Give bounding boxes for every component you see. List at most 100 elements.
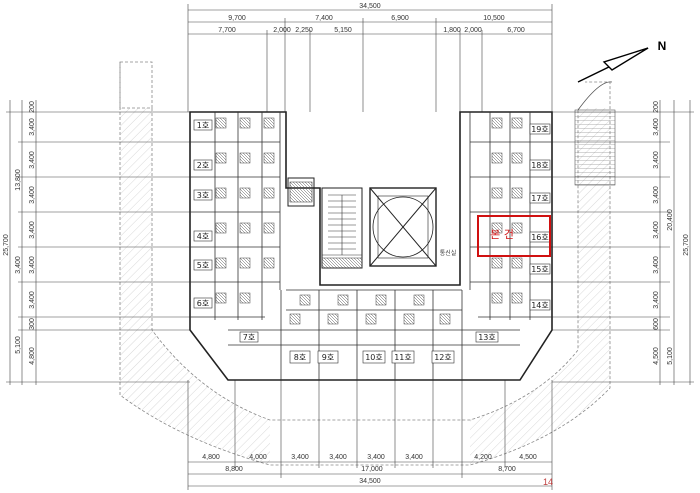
unit-label-9: 9호	[317, 350, 339, 364]
svg-text:9호: 9호	[322, 353, 334, 362]
comm-room-label: 통신실	[440, 249, 457, 257]
svg-text:15호: 15호	[531, 265, 549, 274]
dim-bottom-1: 8,800	[225, 466, 243, 473]
unit-label-2: 2호	[193, 159, 213, 171]
dim-right-col-3: 3,400	[653, 151, 660, 169]
site-hatch-right	[470, 108, 610, 465]
unit-label-16: 16호	[529, 231, 551, 243]
side-stair-hatch	[289, 181, 313, 203]
dim-bottom-2: 17,000	[361, 466, 383, 473]
core	[287, 177, 437, 269]
svg-text:8호: 8호	[294, 353, 306, 362]
dim-right-col-9: 4,500	[653, 347, 660, 365]
svg-text:13호: 13호	[478, 333, 496, 342]
dim-right-col-6: 3,400	[653, 256, 660, 274]
dim-right-col-4: 3,400	[653, 186, 660, 204]
target-unit-highlight	[477, 215, 551, 257]
dim-top-r2-4: 5,150	[334, 27, 352, 34]
unit-label-11: 11호	[391, 350, 415, 364]
unit-label-5: 5호	[193, 259, 213, 271]
dim-right-col-8: 600	[653, 318, 660, 330]
svg-text:17호: 17호	[531, 194, 549, 203]
dim-top-3: 6,900	[391, 15, 409, 22]
dim-left-col-9: 4,800	[29, 347, 36, 365]
dim-bottom-3: 8,700	[498, 466, 516, 473]
dim-bottom-r2-3: 3,400	[291, 454, 309, 461]
unit-label-6: 6호	[193, 297, 213, 309]
svg-text:18호: 18호	[531, 161, 549, 170]
unit-label-18: 18호	[529, 159, 551, 171]
ramp-curve	[577, 81, 613, 111]
dim-bottom-r2-4: 3,400	[329, 454, 347, 461]
left-wing	[190, 112, 281, 320]
unit-label-3: 3호	[193, 189, 213, 201]
unit-label-14: 14호	[529, 299, 551, 311]
dim-right-sub-1: 20,400	[667, 209, 674, 231]
unit-label-13: 13호	[475, 331, 499, 343]
unit-label-8: 8호	[289, 350, 311, 364]
dim-top-2: 7,400	[315, 15, 333, 22]
svg-text:14호: 14호	[531, 301, 549, 310]
dim-left-sub-1: 13,800	[15, 169, 22, 191]
ramp-hatch	[574, 109, 616, 186]
dim-top-r2-1: 7,700	[218, 27, 236, 34]
dim-top-total: 34,500	[359, 3, 381, 10]
dim-top-r2-3: 2,250	[295, 27, 313, 34]
dim-top-r2-2: 2,000	[273, 27, 291, 34]
dim-left-sub-3: 5,100	[15, 336, 22, 354]
dim-bottom-r2-5: 3,400	[367, 454, 385, 461]
svg-text:10호: 10호	[365, 353, 383, 362]
dim-left-col-4: 3,400	[29, 186, 36, 204]
dim-right-col-5: 3,400	[653, 221, 660, 239]
dim-top-1: 9,700	[228, 15, 246, 22]
dim-top-4: 10,500	[483, 15, 505, 22]
svg-text:6호: 6호	[197, 299, 209, 308]
dim-top-r2-7: 6,700	[507, 27, 525, 34]
svg-text:11호: 11호	[394, 353, 412, 362]
fixture-marks	[215, 117, 523, 325]
dim-right-col-7: 3,400	[653, 291, 660, 309]
svg-text:4호: 4호	[197, 232, 209, 241]
dim-top-r2-6: 2,000	[464, 27, 482, 34]
svg-text:3호: 3호	[197, 191, 209, 200]
svg-text:7호: 7호	[243, 333, 255, 342]
unit-label-15: 15호	[529, 263, 551, 275]
dim-left-col-6: 3,400	[29, 256, 36, 274]
dim-left-sub-2: 3,400	[15, 256, 22, 274]
stair-treads	[322, 194, 362, 256]
dim-top-r2-5: 1,800	[443, 27, 461, 34]
dim-bottom-r2-8: 4,500	[519, 454, 537, 461]
dim-right-total: 25,700	[683, 234, 690, 256]
unit-label-4: 4호	[193, 230, 213, 242]
unit-label-10: 10호	[362, 350, 386, 364]
dim-left-col-2: 3,400	[29, 118, 36, 136]
site-hatch-left	[120, 108, 270, 465]
svg-text:5호: 5호	[197, 261, 209, 270]
svg-text:2호: 2호	[197, 161, 209, 170]
dimension-lines	[6, 4, 694, 490]
unit-label-17: 17호	[529, 192, 551, 204]
dim-right-sub-2: 5,100	[667, 347, 674, 365]
building-outline	[189, 111, 553, 381]
dim-left-total: 25,700	[3, 234, 10, 256]
dim-bottom-r2-2: 4,000	[249, 454, 267, 461]
north-label: N	[658, 39, 667, 53]
svg-text:12호: 12호	[434, 353, 452, 362]
dim-bottom-total: 34,500	[359, 478, 381, 485]
dim-bottom-r2-7: 4,200	[474, 454, 492, 461]
unit-label-12: 12호	[431, 350, 455, 364]
page-mark: 14	[543, 477, 553, 487]
svg-text:1호: 1호	[197, 121, 209, 130]
north-arrow-icon	[577, 47, 649, 83]
dim-bottom-r2-6: 3,400	[405, 454, 423, 461]
dim-left-col-7: 3,400	[29, 291, 36, 309]
dim-left-col-1: 200	[29, 101, 36, 113]
svg-text:16호: 16호	[531, 233, 549, 242]
unit-label-1: 1호	[193, 119, 213, 131]
dim-left-col-5: 3,400	[29, 221, 36, 239]
dim-left-col-3: 3,400	[29, 151, 36, 169]
core-stair-hatch	[321, 257, 363, 269]
bottom-wing	[228, 289, 520, 380]
dim-right-col-2: 3,400	[653, 118, 660, 136]
